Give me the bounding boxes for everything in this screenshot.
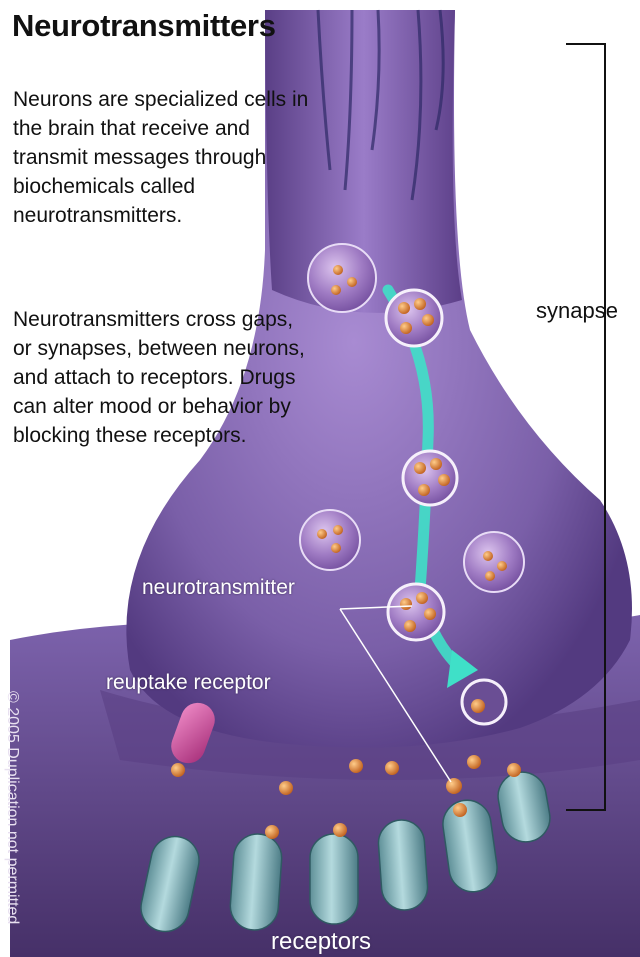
copyright-notice: © 2005 Duplication not permitted	[3, 691, 21, 951]
reuptake-receptor-label: reuptake receptor	[106, 671, 271, 695]
neurotransmitter-label: neurotransmitter	[142, 576, 295, 600]
synapse-paragraph: Neurotransmitters cross gaps, or synapse…	[13, 305, 313, 450]
intro-paragraph: Neurons are specialized cells in the bra…	[13, 85, 313, 230]
receptors-label: receptors	[271, 928, 371, 956]
synapse-label: synapse	[536, 298, 618, 324]
page-title: Neurotransmitters	[12, 8, 276, 44]
